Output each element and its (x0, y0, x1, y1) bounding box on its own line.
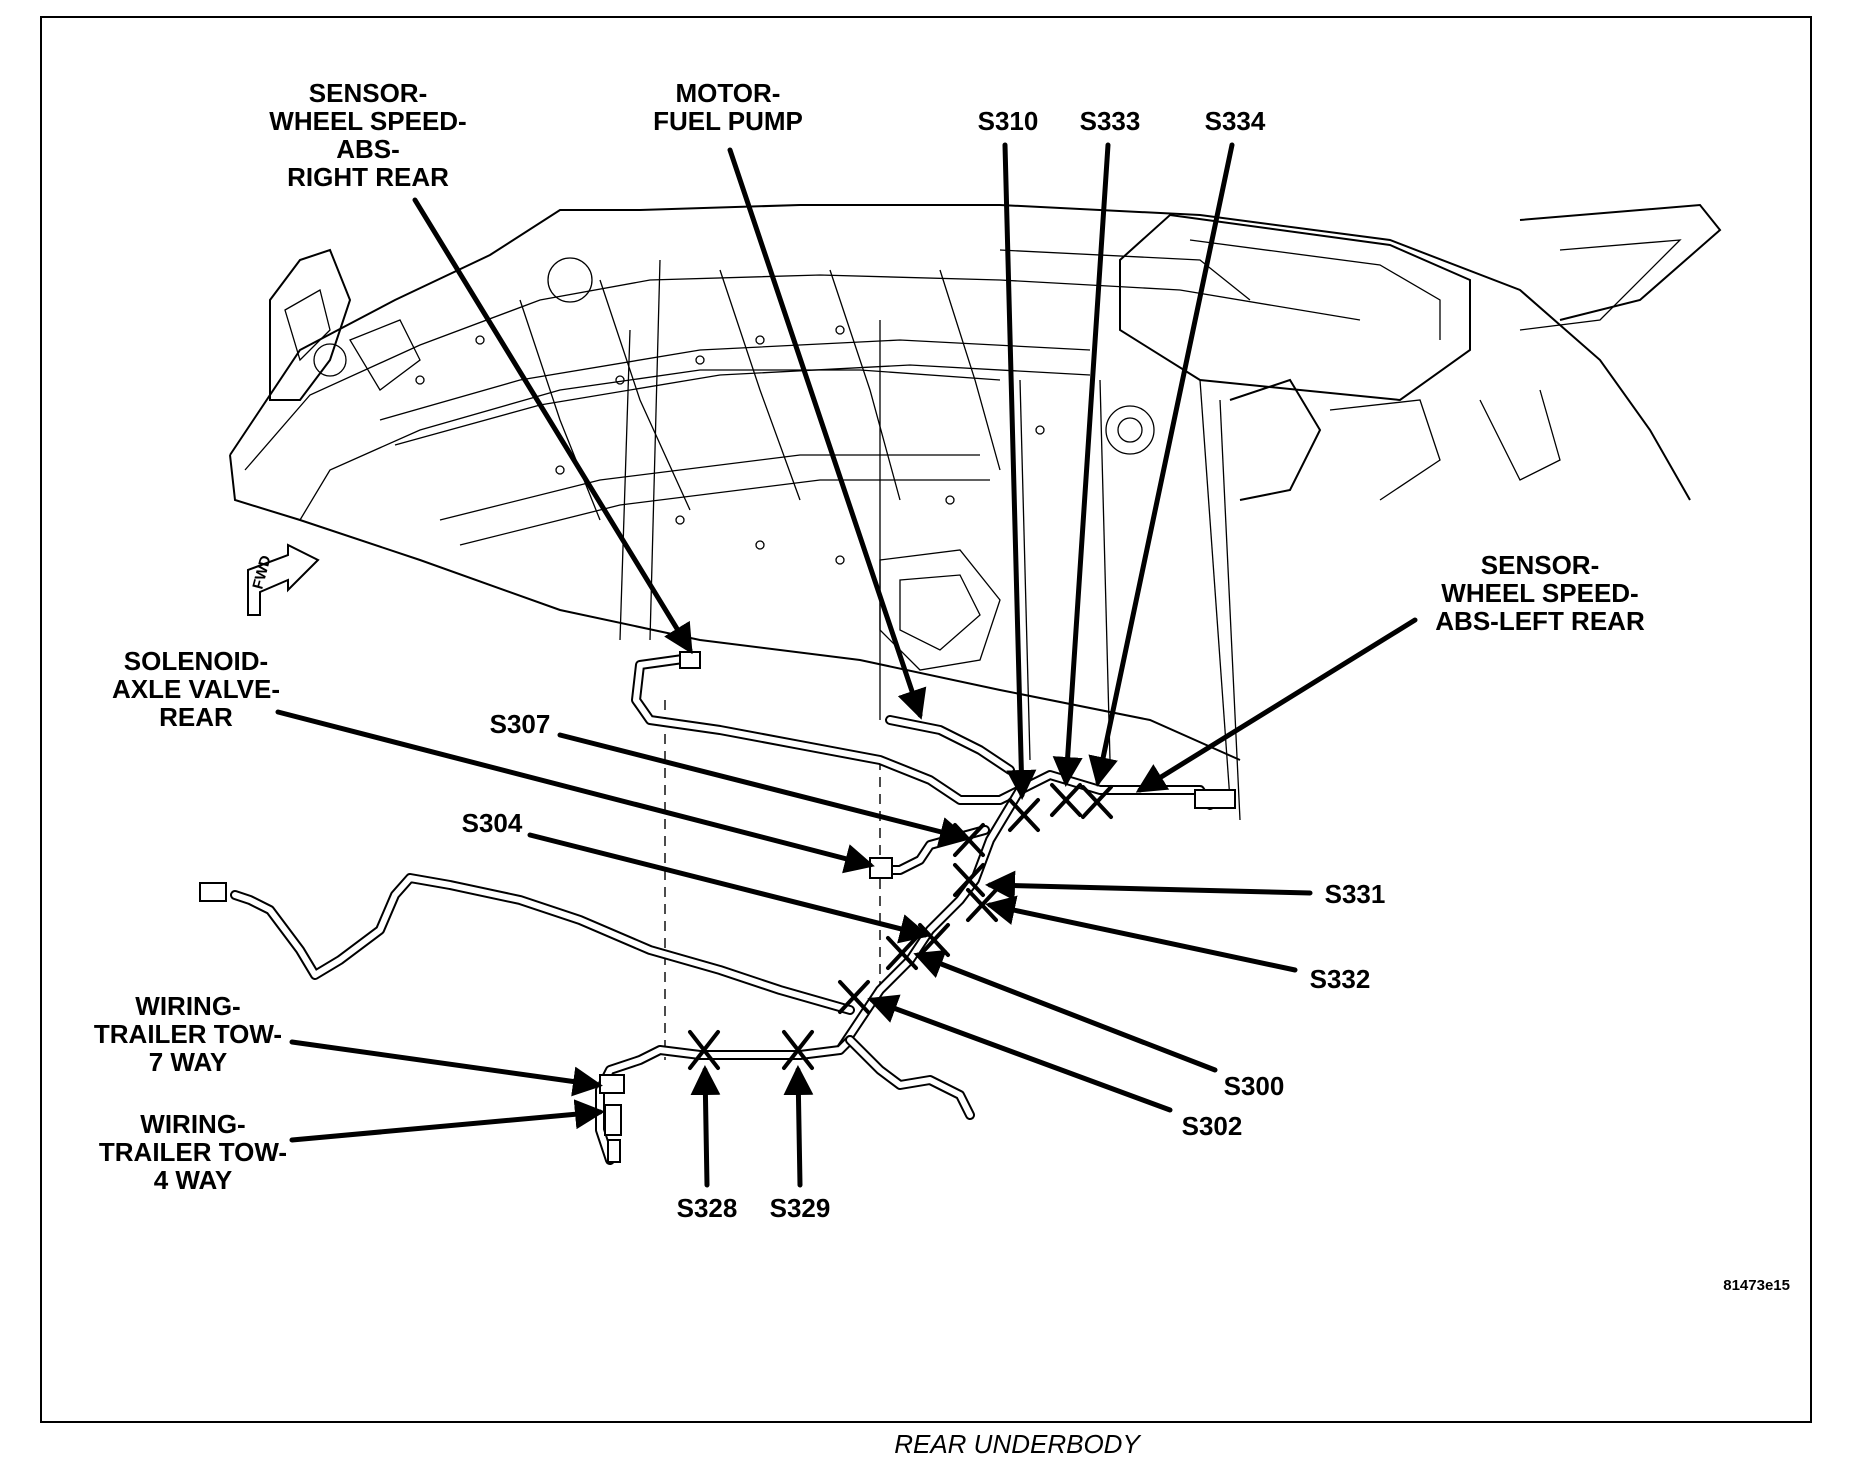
wiring-harness (199, 651, 1236, 1165)
label-s329: S329 (770, 1193, 831, 1223)
callout-text: AXLE VALVE- (112, 674, 280, 704)
callout-text: ABS- (336, 134, 400, 164)
callout-text: WIRING- (140, 1109, 245, 1139)
callout-text: WHEEL SPEED- (1441, 578, 1638, 608)
diagram-caption: REAR UNDERBODY (894, 1429, 1141, 1459)
leader-s332 (985, 895, 1298, 973)
label-s333: S333 (1080, 106, 1141, 136)
leader-s307 (557, 732, 970, 847)
leader-trailer-tow-4 (289, 1099, 605, 1143)
leader-s331 (985, 870, 1313, 901)
label-s310: S310 (978, 106, 1039, 136)
label-s334: S334 (1205, 106, 1266, 136)
leader-s302 (867, 994, 1173, 1113)
callout-trailer-tow-4-way: WIRING- TRAILER TOW- 4 WAY (99, 1109, 287, 1195)
callout-text: MOTOR- (676, 78, 781, 108)
leader-s333 (1052, 142, 1111, 787)
leader-lines (275, 142, 1418, 1188)
callout-text: SENSOR- (1481, 550, 1599, 580)
splice-mark-s331 (953, 863, 985, 897)
callout-text: WHEEL SPEED- (269, 106, 466, 136)
splice-mark-s328 (688, 1030, 720, 1070)
splice-mark-s329 (782, 1030, 814, 1070)
underbody-structure (229, 203, 1722, 1060)
callout-solenoid-axle-valve: SOLENOID- AXLE VALVE- REAR (112, 646, 280, 732)
splice-mark-s310 (1008, 798, 1040, 832)
callout-text: TRAILER TOW- (94, 1019, 282, 1049)
callout-text: SOLENOID- (124, 646, 268, 676)
leader-solenoid-axle-valve (275, 709, 875, 874)
leader-s300 (913, 950, 1218, 1073)
label-s304: S304 (462, 808, 523, 838)
leader-s310 (1002, 142, 1037, 800)
leader-sensor-left-rear (1135, 617, 1418, 793)
label-s331: S331 (1325, 879, 1386, 909)
leader-s334 (1088, 142, 1235, 787)
callout-sensor-right-rear: SENSOR- WHEEL SPEED- ABS- RIGHT REAR (269, 78, 466, 192)
splice-mark-s333 (1050, 783, 1082, 817)
callout-text: REAR (159, 702, 233, 732)
callout-text: WIRING- (135, 991, 240, 1021)
callout-text: 7 WAY (149, 1047, 228, 1077)
callout-text: RIGHT REAR (287, 162, 449, 192)
leader-trailer-tow-7 (289, 1039, 603, 1097)
callout-text: TRAILER TOW- (99, 1137, 287, 1167)
callout-motor-fuel-pump: MOTOR- FUEL PUMP (653, 78, 803, 136)
label-s328: S328 (677, 1193, 738, 1223)
leader-motor-fuel-pump (727, 147, 927, 720)
leader-s328 (690, 1065, 721, 1188)
callout-text: SENSOR- (309, 78, 427, 108)
label-s332: S332 (1310, 964, 1371, 994)
leader-sensor-right-rear (412, 197, 693, 655)
splice-mark-s334 (1081, 785, 1113, 819)
callout-text: ABS-LEFT REAR (1435, 606, 1645, 636)
callout-text: FUEL PUMP (653, 106, 803, 136)
label-s300: S300 (1224, 1071, 1285, 1101)
fwd-arrow-icon: FWD (247, 543, 320, 616)
callout-text: 4 WAY (154, 1165, 233, 1195)
diagram-frame (40, 16, 1812, 1423)
label-s302: S302 (1182, 1111, 1243, 1141)
splice-mark-s302 (838, 980, 870, 1014)
label-s307: S307 (490, 709, 551, 739)
callout-trailer-tow-7-way: WIRING- TRAILER TOW- 7 WAY (94, 991, 282, 1077)
splice-markers (688, 783, 1113, 1070)
leader-s329 (783, 1065, 814, 1188)
leader-s304 (527, 832, 930, 944)
figure-id: 81473e15 (1723, 1277, 1790, 1294)
callout-sensor-left-rear: SENSOR- WHEEL SPEED- ABS-LEFT REAR (1435, 550, 1645, 636)
